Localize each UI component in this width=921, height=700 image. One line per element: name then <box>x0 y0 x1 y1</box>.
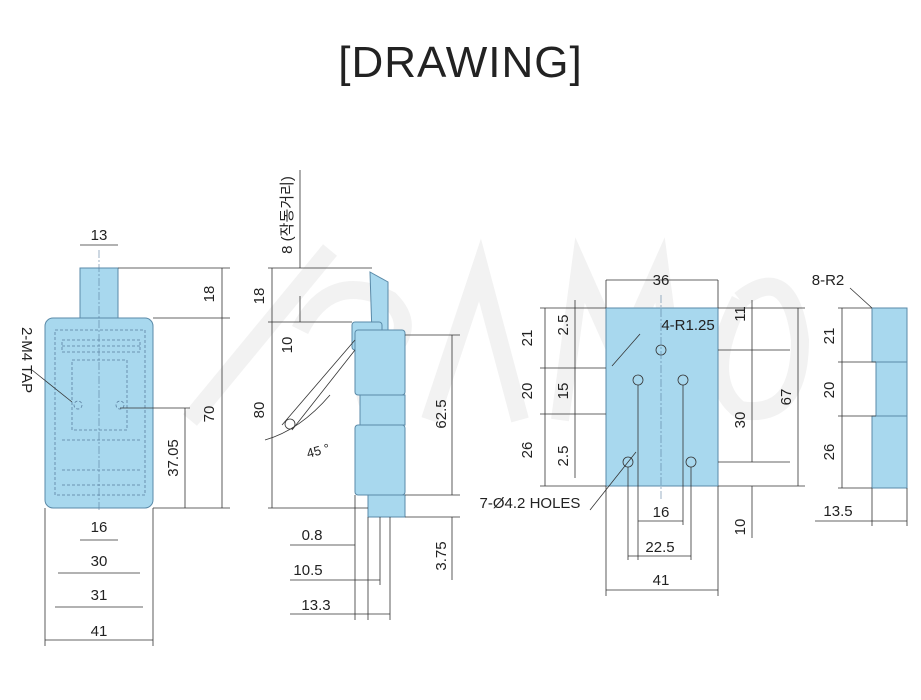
front-dim-70: 70 <box>201 406 218 423</box>
side-dim-133: 13.3 <box>301 597 330 614</box>
side-dim-375: 3.75 <box>433 541 450 570</box>
drawing-title: [DRAWING] <box>338 38 583 87</box>
end-bottom <box>871 415 908 489</box>
tap-label: 2-M4 TAP <box>18 327 35 393</box>
plate-dim-20: 20 <box>519 383 536 400</box>
plate-body <box>605 307 719 487</box>
plate-dim-10: 10 <box>732 519 749 536</box>
plate-holes-label: 7-Ø4.2 HOLES <box>480 495 581 512</box>
front-dim-16: 16 <box>91 519 108 536</box>
side-view: 45 ° 8 (작동거리) 18 10 80 62.5 0.8 10.5 13.… <box>251 170 460 620</box>
side-stroke-label: 8 (작동거리) <box>279 176 296 254</box>
front-dim-18: 18 <box>201 286 218 303</box>
side-angle: 45 ° <box>305 440 331 461</box>
end-top <box>871 307 908 363</box>
side-dim-18: 18 <box>251 288 268 305</box>
plate-dim-16: 16 <box>653 504 670 521</box>
end-dim-26: 26 <box>821 444 838 461</box>
front-dim-30: 30 <box>91 553 108 570</box>
plate-dim-225: 22.5 <box>645 539 674 556</box>
end-view: 8-R2 21 20 26 13.5 <box>812 272 908 526</box>
front-dim-31: 31 <box>91 587 108 604</box>
front-dim-41: 41 <box>91 623 108 640</box>
front-view: 13 18 70 37.05 2-M4 TAP 16 30 31 41 <box>18 227 230 646</box>
plate-dim-25b: 2.5 <box>555 446 572 467</box>
end-dim-21: 21 <box>821 328 838 345</box>
side-dim-80: 80 <box>251 402 268 419</box>
plate-dim-15: 15 <box>555 383 572 400</box>
end-r-label: 8-R2 <box>812 272 845 289</box>
plate-dim-11: 11 <box>732 306 749 322</box>
plate-dim-26: 26 <box>519 442 536 459</box>
plate-dim-25a: 2.5 <box>555 315 572 336</box>
plate-r-label: 4-R1.25 <box>661 317 714 334</box>
plate-dim-36: 36 <box>653 272 670 289</box>
side-dim-10: 10 <box>279 337 296 354</box>
plate-dim-30: 30 <box>732 412 749 429</box>
plate-dim-21: 21 <box>519 330 536 347</box>
end-dim-20: 20 <box>821 382 838 399</box>
end-dim-135: 13.5 <box>823 503 852 520</box>
side-dim-105: 10.5 <box>293 562 322 579</box>
side-dim-08: 0.8 <box>302 527 323 544</box>
front-dim-37: 37.05 <box>165 439 182 477</box>
plate-dim-41: 41 <box>653 572 670 589</box>
side-dim-62: 62.5 <box>433 399 450 428</box>
plate-view: 36 4-R1.25 21 20 26 2.5 15 2.5 11 30 67 … <box>480 272 805 596</box>
front-dim-13: 13 <box>91 227 108 244</box>
plate-dim-67: 67 <box>778 389 795 406</box>
